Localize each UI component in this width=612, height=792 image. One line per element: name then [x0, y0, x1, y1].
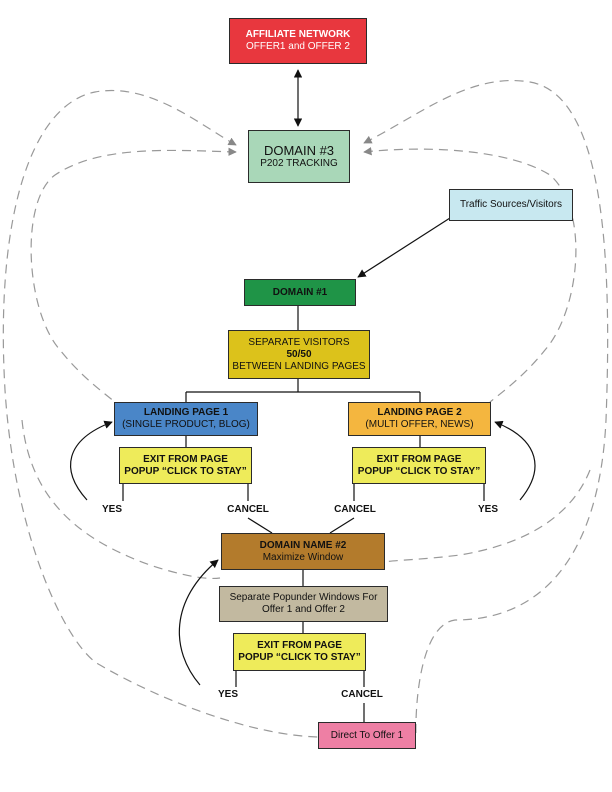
- domain-name-2-title: DOMAIN NAME #2: [259, 539, 347, 551]
- domain-name-2-box: DOMAIN NAME #2 Maximize Window: [221, 533, 385, 570]
- cancel1-to-domain2-line: [247, 517, 273, 534]
- traffic-sources-title: Traffic Sources/Visitors: [459, 199, 563, 210]
- yes2-return-arrow: [494, 420, 536, 501]
- domain3-box: DOMAIN #3 P202 TRACKING: [248, 130, 350, 183]
- traffic-sources-box: Traffic Sources/Visitors: [449, 189, 573, 221]
- split-line1: SEPARATE VISITORS: [248, 336, 350, 348]
- affiliate-network-sub: OFFER1 and OFFER 2: [246, 41, 350, 52]
- dashed-curve-left-inner: [30, 147, 237, 403]
- split-line3: BETWEEN LANDING PAGES: [232, 360, 366, 372]
- landing-page-2-box: LANDING PAGE 2 (MULTI OFFER, NEWS): [348, 402, 491, 436]
- dashed-curve-left-lower: [21, 419, 221, 580]
- yes-label-3: YES: [217, 689, 239, 700]
- exit-popup-1-line2: POPUP “CLICK TO STAY”: [124, 465, 247, 477]
- cancel-label-3: CANCEL: [341, 689, 383, 700]
- domain-name-2-sub: Maximize Window: [262, 551, 344, 563]
- yes-label-2: YES: [477, 504, 499, 515]
- popunder-line2: Offer 1 and Offer 2: [261, 604, 345, 615]
- exit-popup-2-line2: POPUP “CLICK TO STAY”: [357, 465, 481, 477]
- exit-popup-3-line2: POPUP “CLICK TO STAY”: [238, 652, 361, 663]
- affiliate-network-title: AFFILIATE NETWORK: [245, 29, 351, 40]
- yes1-return-arrow: [70, 420, 113, 501]
- popunder-line1: Separate Popunder Windows For: [229, 592, 378, 603]
- domain1-box: DOMAIN #1: [244, 279, 356, 306]
- domain3-sub: P202 TRACKING: [260, 158, 338, 169]
- dashed-curve-right-inner: [363, 147, 577, 403]
- yes3-return-arrow: [178, 559, 219, 686]
- traffic-to-domain1-arrow: [357, 217, 451, 278]
- landing-page-1-title: LANDING PAGE 1: [143, 407, 229, 418]
- landing-page-1-sub: (SINGLE PRODUCT, BLOG): [122, 419, 250, 430]
- dashed-curve-left-outer: [2, 89, 319, 738]
- affiliate-network-box: AFFILIATE NETWORK OFFER1 and OFFER 2: [229, 18, 367, 64]
- yes-label-1: YES: [101, 504, 123, 515]
- domain3-title: DOMAIN #3: [263, 143, 335, 158]
- direct-to-offer-box: Direct To Offer 1: [318, 722, 416, 749]
- landing-page-1-box: LANDING PAGE 1 (SINGLE PRODUCT, BLOG): [114, 402, 258, 436]
- popunder-box: Separate Popunder Windows For Offer 1 an…: [219, 586, 388, 622]
- cancel-label-1: CANCEL: [227, 504, 269, 515]
- exit-popup-2-line1: EXIT FROM PAGE: [376, 453, 462, 465]
- cancel2-to-domain2-line: [329, 517, 355, 534]
- exit-popup-1-line1: EXIT FROM PAGE: [143, 453, 228, 465]
- landing-page-2-sub: (MULTI OFFER, NEWS): [365, 419, 474, 430]
- exit-popup-2-box: EXIT FROM PAGE POPUP “CLICK TO STAY”: [352, 447, 486, 484]
- exit-popup-1-box: EXIT FROM PAGE POPUP “CLICK TO STAY”: [119, 447, 252, 484]
- landing-page-2-title: LANDING PAGE 2: [377, 407, 462, 418]
- exit-popup-3-box: EXIT FROM PAGE POPUP “CLICK TO STAY”: [233, 633, 366, 671]
- direct-to-offer-title: Direct To Offer 1: [330, 729, 404, 741]
- split-visitors-box: SEPARATE VISITORS 50/50 BETWEEN LANDING …: [228, 330, 370, 379]
- domain1-title: DOMAIN #1: [272, 286, 328, 298]
- dashed-curve-right-outer: [363, 80, 609, 738]
- dashed-curve-right-lower: [384, 469, 591, 563]
- exit-popup-3-line1: EXIT FROM PAGE: [257, 640, 342, 651]
- split-line2: 50/50: [286, 348, 312, 360]
- cancel-label-2: CANCEL: [334, 504, 376, 515]
